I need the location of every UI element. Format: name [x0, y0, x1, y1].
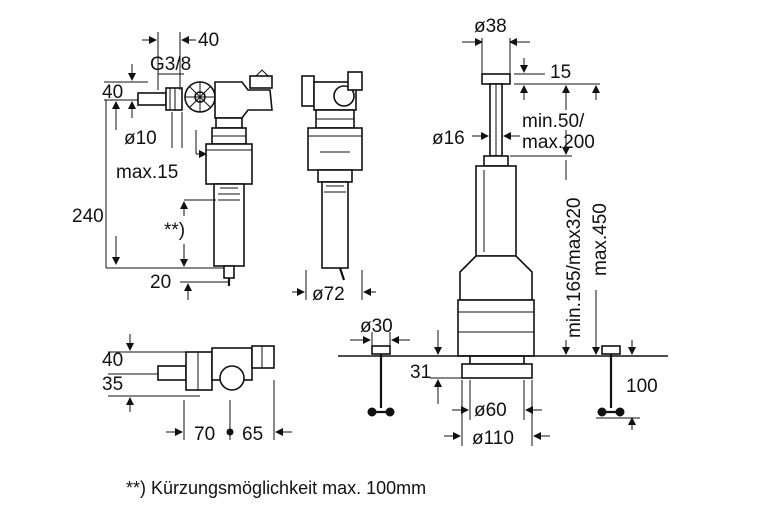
- label-max200: max.200: [522, 132, 595, 153]
- dimension-lines: [104, 32, 640, 446]
- label-min165: min.165/max320: [564, 198, 585, 338]
- label-d110: ø110: [472, 428, 514, 449]
- label-d16: ø16: [432, 128, 465, 149]
- fill-valve-front-view: [137, 69, 273, 286]
- label-d100: 100: [626, 376, 658, 397]
- label-d70: 70: [194, 424, 215, 445]
- dimension-labels: ø38 40 G3/8 40 15 ø10 ø16 min.50/ max.20…: [72, 16, 658, 498]
- label-d40-left: 40: [102, 82, 123, 103]
- label-d240: 240: [72, 206, 104, 227]
- label-d31: 31: [410, 362, 431, 383]
- label-g38: G3/8: [150, 54, 191, 75]
- label-d15: 15: [550, 62, 571, 83]
- fill-valve-top-view: [157, 345, 275, 391]
- label-d65: 65: [242, 424, 263, 445]
- label-d72: ø72: [312, 284, 345, 305]
- label-d10: ø10: [124, 128, 157, 149]
- right-screw: [597, 345, 625, 417]
- label-d38: ø38: [474, 16, 507, 37]
- label-d20: 20: [150, 272, 171, 293]
- footnote: **) Kürzungsmöglichkeit max. 100mm: [126, 478, 426, 498]
- label-d40-bottom: 40: [102, 350, 123, 371]
- label-d35: 35: [102, 374, 123, 395]
- flush-valve: [457, 73, 535, 379]
- fill-valve-side-view: [301, 71, 363, 281]
- label-min50: min.50/: [522, 111, 585, 132]
- label-d40-top: 40: [198, 30, 219, 51]
- label-star: **): [164, 220, 185, 241]
- left-screw: [367, 345, 395, 417]
- label-d60: ø60: [474, 400, 507, 421]
- label-max450: max.450: [590, 203, 611, 276]
- label-max15: max.15: [116, 162, 178, 183]
- label-d30: ø30: [360, 316, 393, 337]
